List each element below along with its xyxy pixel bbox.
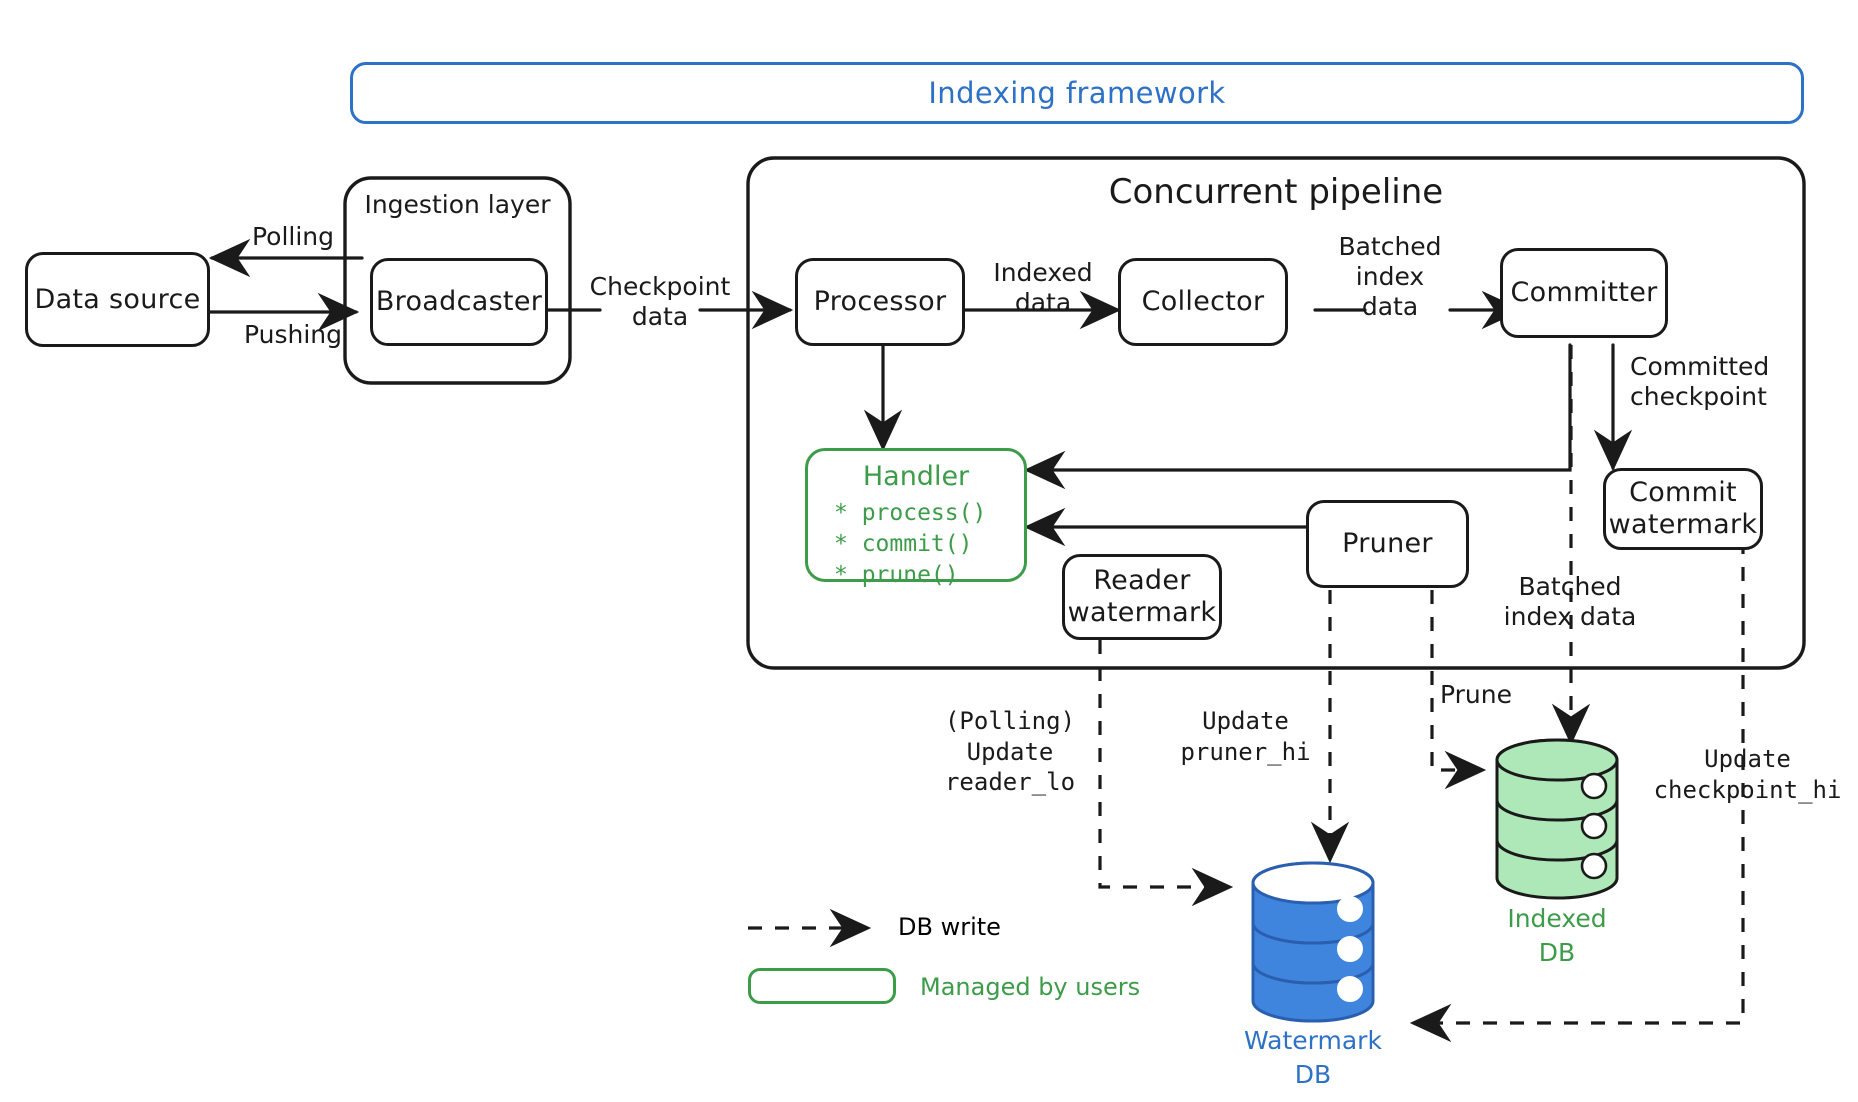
handler-title: Handler	[862, 461, 970, 492]
watermark-db-line2: DB	[1294, 1059, 1332, 1089]
watermark-db-caption-group: Watermark DB	[1213, 1022, 1413, 1089]
indexed-db-caption-group: Indexed DB	[1457, 900, 1657, 967]
node-collector[interactable]: Collector	[1118, 258, 1288, 346]
edge-label-pushing: Pushing	[243, 320, 342, 349]
handler-method-commit: * commit()	[834, 531, 973, 558]
ingestion-layer-title: Ingestion layer	[364, 190, 551, 219]
node-broadcaster-label: Broadcaster	[375, 286, 543, 318]
legend-managed-swatch	[748, 968, 896, 1004]
legend-db-write-label: DB write	[898, 913, 1001, 941]
edge-label-prune: Prune	[1440, 680, 1512, 709]
edge-label-batched-index-data: Batched index data	[1338, 232, 1442, 321]
legend-managed-label: Managed by users	[920, 973, 1141, 1001]
indexing-framework-banner: Indexing framework	[350, 62, 1804, 124]
edge-label-pruner-hi: Update pruner_hi	[1180, 707, 1311, 766]
node-pruner-label: Pruner	[1342, 528, 1433, 560]
edge-prune	[1430, 590, 1487, 790]
node-data-source-label: Data source	[34, 283, 201, 315]
indexed-db-line1: Indexed	[1507, 904, 1607, 933]
concurrent-pipeline-outline	[746, 156, 1806, 670]
ingestion-layer-outline	[343, 176, 572, 385]
watermark-db-shape	[1251, 861, 1375, 1023]
node-reader-watermark-line2: watermark	[1067, 597, 1217, 628]
node-data-source[interactable]: Data source	[25, 252, 210, 347]
edge-committer-handler	[1023, 343, 1572, 490]
node-committer[interactable]: Committer	[1500, 248, 1668, 338]
edge-label-checkpoint-data: Checkpoint data	[589, 272, 731, 331]
node-commit-watermark-line2: watermark	[1608, 509, 1758, 540]
edge-label-reader-lo: (Polling) Update reader_lo	[944, 707, 1076, 797]
edge-label-batched-index-data-bottom: Batched index data	[1503, 572, 1637, 631]
edge-checkpoint-hi	[1409, 540, 1745, 1043]
concurrent-pipeline-title: Concurrent pipeline	[1108, 172, 1444, 212]
node-commit-watermark-line1: Commit	[1629, 477, 1737, 509]
node-processor[interactable]: Processor	[795, 258, 965, 346]
edge-label-committed-checkpoint: Committed checkpoint	[1630, 352, 1770, 411]
node-collector-label: Collector	[1141, 286, 1265, 318]
node-reader-watermark-line1: Reader	[1093, 565, 1191, 597]
node-broadcaster[interactable]: Broadcaster	[370, 258, 548, 346]
node-handler[interactable]: Handler * process() * commit() * prune()	[805, 448, 1027, 588]
edge-label-polling: Polling	[251, 222, 335, 251]
node-processor-label: Processor	[813, 286, 947, 318]
handler-method-process: * process()	[834, 500, 987, 526]
handler-methods: * process() * commit() * prune()	[808, 498, 1024, 591]
indexed-db-line2: DB	[1538, 937, 1576, 967]
node-reader-watermark[interactable]: Reader watermark	[1062, 554, 1222, 640]
edge-reader-lo	[1098, 640, 1234, 907]
indexing-framework-title: Indexing framework	[928, 76, 1226, 110]
watermark-db-line1: Watermark	[1244, 1026, 1382, 1055]
node-committer-label: Committer	[1510, 277, 1658, 309]
edge-label-checkpoint-hi: Update checkpoint_hi	[1653, 745, 1842, 804]
indexed-db-shape	[1495, 738, 1619, 900]
node-commit-watermark[interactable]: Commit watermark	[1603, 468, 1763, 550]
handler-method-prune: * prune()	[834, 562, 959, 589]
node-pruner[interactable]: Pruner	[1306, 500, 1469, 588]
edge-label-indexed-data: Indexed data	[993, 258, 1093, 317]
